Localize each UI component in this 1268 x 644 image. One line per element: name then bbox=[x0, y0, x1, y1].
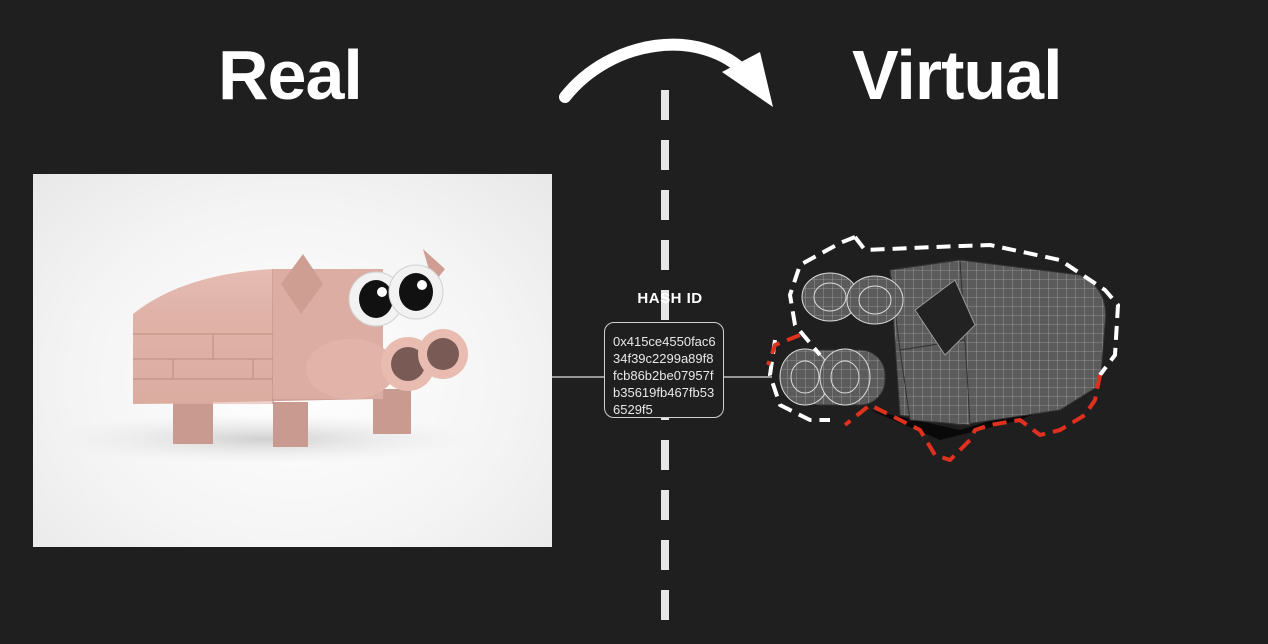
real-heading: Real bbox=[218, 36, 363, 114]
hash-id-line: 0x415ce4550fac6 bbox=[613, 334, 716, 349]
hash-id-line: 34f39c2299a89f8 bbox=[613, 351, 714, 366]
wireframe-eyes bbox=[801, 272, 904, 325]
virtual-wireframe-pig bbox=[766, 235, 1120, 462]
virtual-heading: Virtual bbox=[852, 36, 1063, 114]
hash-id-line: fcb86b2be07957f bbox=[613, 368, 714, 383]
toy-pig-illustration bbox=[53, 249, 473, 464]
pig-snout bbox=[306, 329, 468, 399]
pig-eyes bbox=[348, 264, 444, 327]
hash-id-line: 6529f5 bbox=[613, 402, 653, 417]
wireframe-snout bbox=[779, 348, 886, 406]
real-pig-photo bbox=[33, 174, 552, 547]
hash-id-label: HASH ID bbox=[637, 290, 703, 307]
hash-id-line: b35619fb467fb53 bbox=[613, 385, 715, 400]
hash-id-value-box: 0x415ce4550fac6 34f39c2299a89f8 fcb86b2b… bbox=[604, 322, 724, 418]
